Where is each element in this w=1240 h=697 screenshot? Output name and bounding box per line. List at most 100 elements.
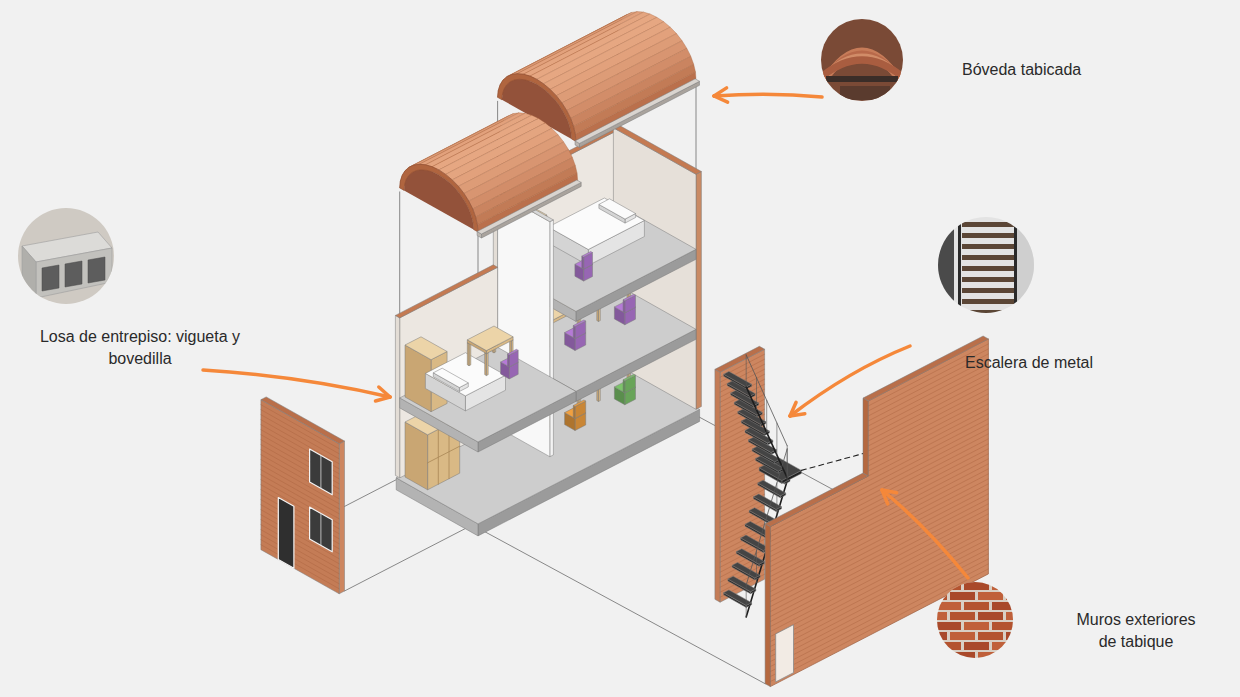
partition-wall: [550, 220, 554, 457]
brick-course: [770, 514, 988, 627]
brick-course: [261, 415, 339, 459]
photo-detail: [840, 86, 890, 100]
vault-eave: [575, 79, 700, 144]
photo-brick: [1034, 632, 1059, 640]
photo-ground: [16, 206, 116, 306]
photo-hole: [88, 257, 105, 283]
photo-brick: [1020, 622, 1045, 630]
vault-eave: [482, 182, 582, 238]
photo-brick: [950, 612, 975, 620]
photo-detail: [826, 76, 898, 82]
brick-course: [868, 344, 988, 406]
brick-course: [770, 474, 988, 587]
pillow: [433, 368, 468, 387]
photo-brick: [1020, 642, 1045, 650]
label-slot: Escalera de metal: [944, 352, 1114, 374]
photo: [936, 216, 1036, 316]
brick-course: [770, 464, 988, 577]
desk-leg: [485, 353, 487, 376]
leader-arrow: [203, 370, 390, 397]
photo-brick: [978, 632, 1003, 640]
brick-course: [770, 529, 988, 642]
photo-vault-arc: [818, 51, 906, 92]
photo: [16, 206, 116, 306]
photo-brick: [922, 632, 947, 640]
photo-tread: [962, 299, 1014, 304]
brick-course: [770, 454, 988, 567]
bed: [425, 353, 505, 396]
stair-tread: [754, 494, 782, 510]
photo-ground: [936, 581, 1014, 659]
chair: [508, 349, 519, 355]
stair-post: [746, 585, 747, 617]
brick-course: [770, 469, 988, 582]
photo-brick: [1006, 592, 1031, 600]
photo-brick: [936, 622, 961, 630]
vault-opening: [404, 170, 474, 230]
chair: [508, 354, 510, 367]
callout-label: Losa de entrepiso: vigueta y bovedilla: [20, 326, 260, 370]
photo-brick: [950, 632, 975, 640]
wall-edge: [765, 524, 770, 687]
vault-eave: [477, 180, 581, 234]
brick-course: [868, 374, 988, 436]
photo-brick: [1006, 652, 1031, 660]
photo-brick: [1034, 612, 1059, 620]
photo-detail: [936, 216, 954, 316]
photo-brick: [936, 602, 961, 610]
stair-tread: [736, 549, 764, 565]
brick-course: [770, 429, 988, 542]
stair-wall: [715, 346, 765, 372]
pillow: [599, 199, 636, 219]
back-wall: [395, 315, 399, 478]
vault-surface: [477, 173, 577, 232]
stair-tread: [741, 535, 769, 551]
brick-course: [770, 424, 988, 537]
brick-course: [868, 409, 988, 471]
stair-tread: [724, 590, 752, 606]
leader-arrow: [714, 94, 822, 97]
photo-brick: [908, 642, 933, 650]
photo-brick: [1020, 582, 1045, 590]
brick-course: [720, 474, 765, 497]
window: [310, 507, 333, 552]
desk-top: [467, 326, 513, 351]
photo-brick: [908, 582, 933, 590]
stair-railing: [746, 355, 787, 446]
photo-stringer: [1014, 216, 1017, 316]
arrow-head: [379, 387, 390, 397]
chair: [573, 406, 575, 419]
callout-label: Muros exteriores de tabique: [1066, 609, 1206, 653]
brick-course: [720, 459, 765, 482]
brick-course: [720, 469, 765, 492]
chair: [623, 300, 625, 313]
stair-tread: [724, 371, 752, 387]
brick-course: [868, 384, 988, 446]
photo-brick: [964, 642, 989, 650]
brick-course: [261, 545, 339, 589]
brick-course: [770, 559, 988, 672]
brick-course: [770, 479, 988, 592]
brick-course: [868, 399, 988, 461]
brick-course: [868, 389, 988, 451]
photo-brick: [978, 652, 1003, 660]
arrow-head: [714, 96, 728, 102]
photo-hole: [65, 261, 82, 287]
brick-course: [261, 410, 339, 454]
leader-arrow: [882, 490, 968, 578]
window-mullion: [320, 456, 321, 489]
window: [310, 449, 333, 495]
photo: [908, 581, 1059, 660]
brick-course: [770, 459, 988, 572]
vault-surface: [574, 64, 696, 134]
photo-brick: [964, 622, 989, 630]
stair-post: [756, 378, 757, 410]
shelf-line: [428, 446, 460, 463]
exploded-end-wall: [339, 441, 344, 594]
photo-brick: [922, 652, 947, 660]
desk-leg: [469, 343, 471, 366]
photo-brick: [978, 592, 1003, 600]
wall-edge: [863, 398, 868, 476]
photo-brick: [950, 652, 975, 660]
desk-leg: [486, 353, 488, 376]
